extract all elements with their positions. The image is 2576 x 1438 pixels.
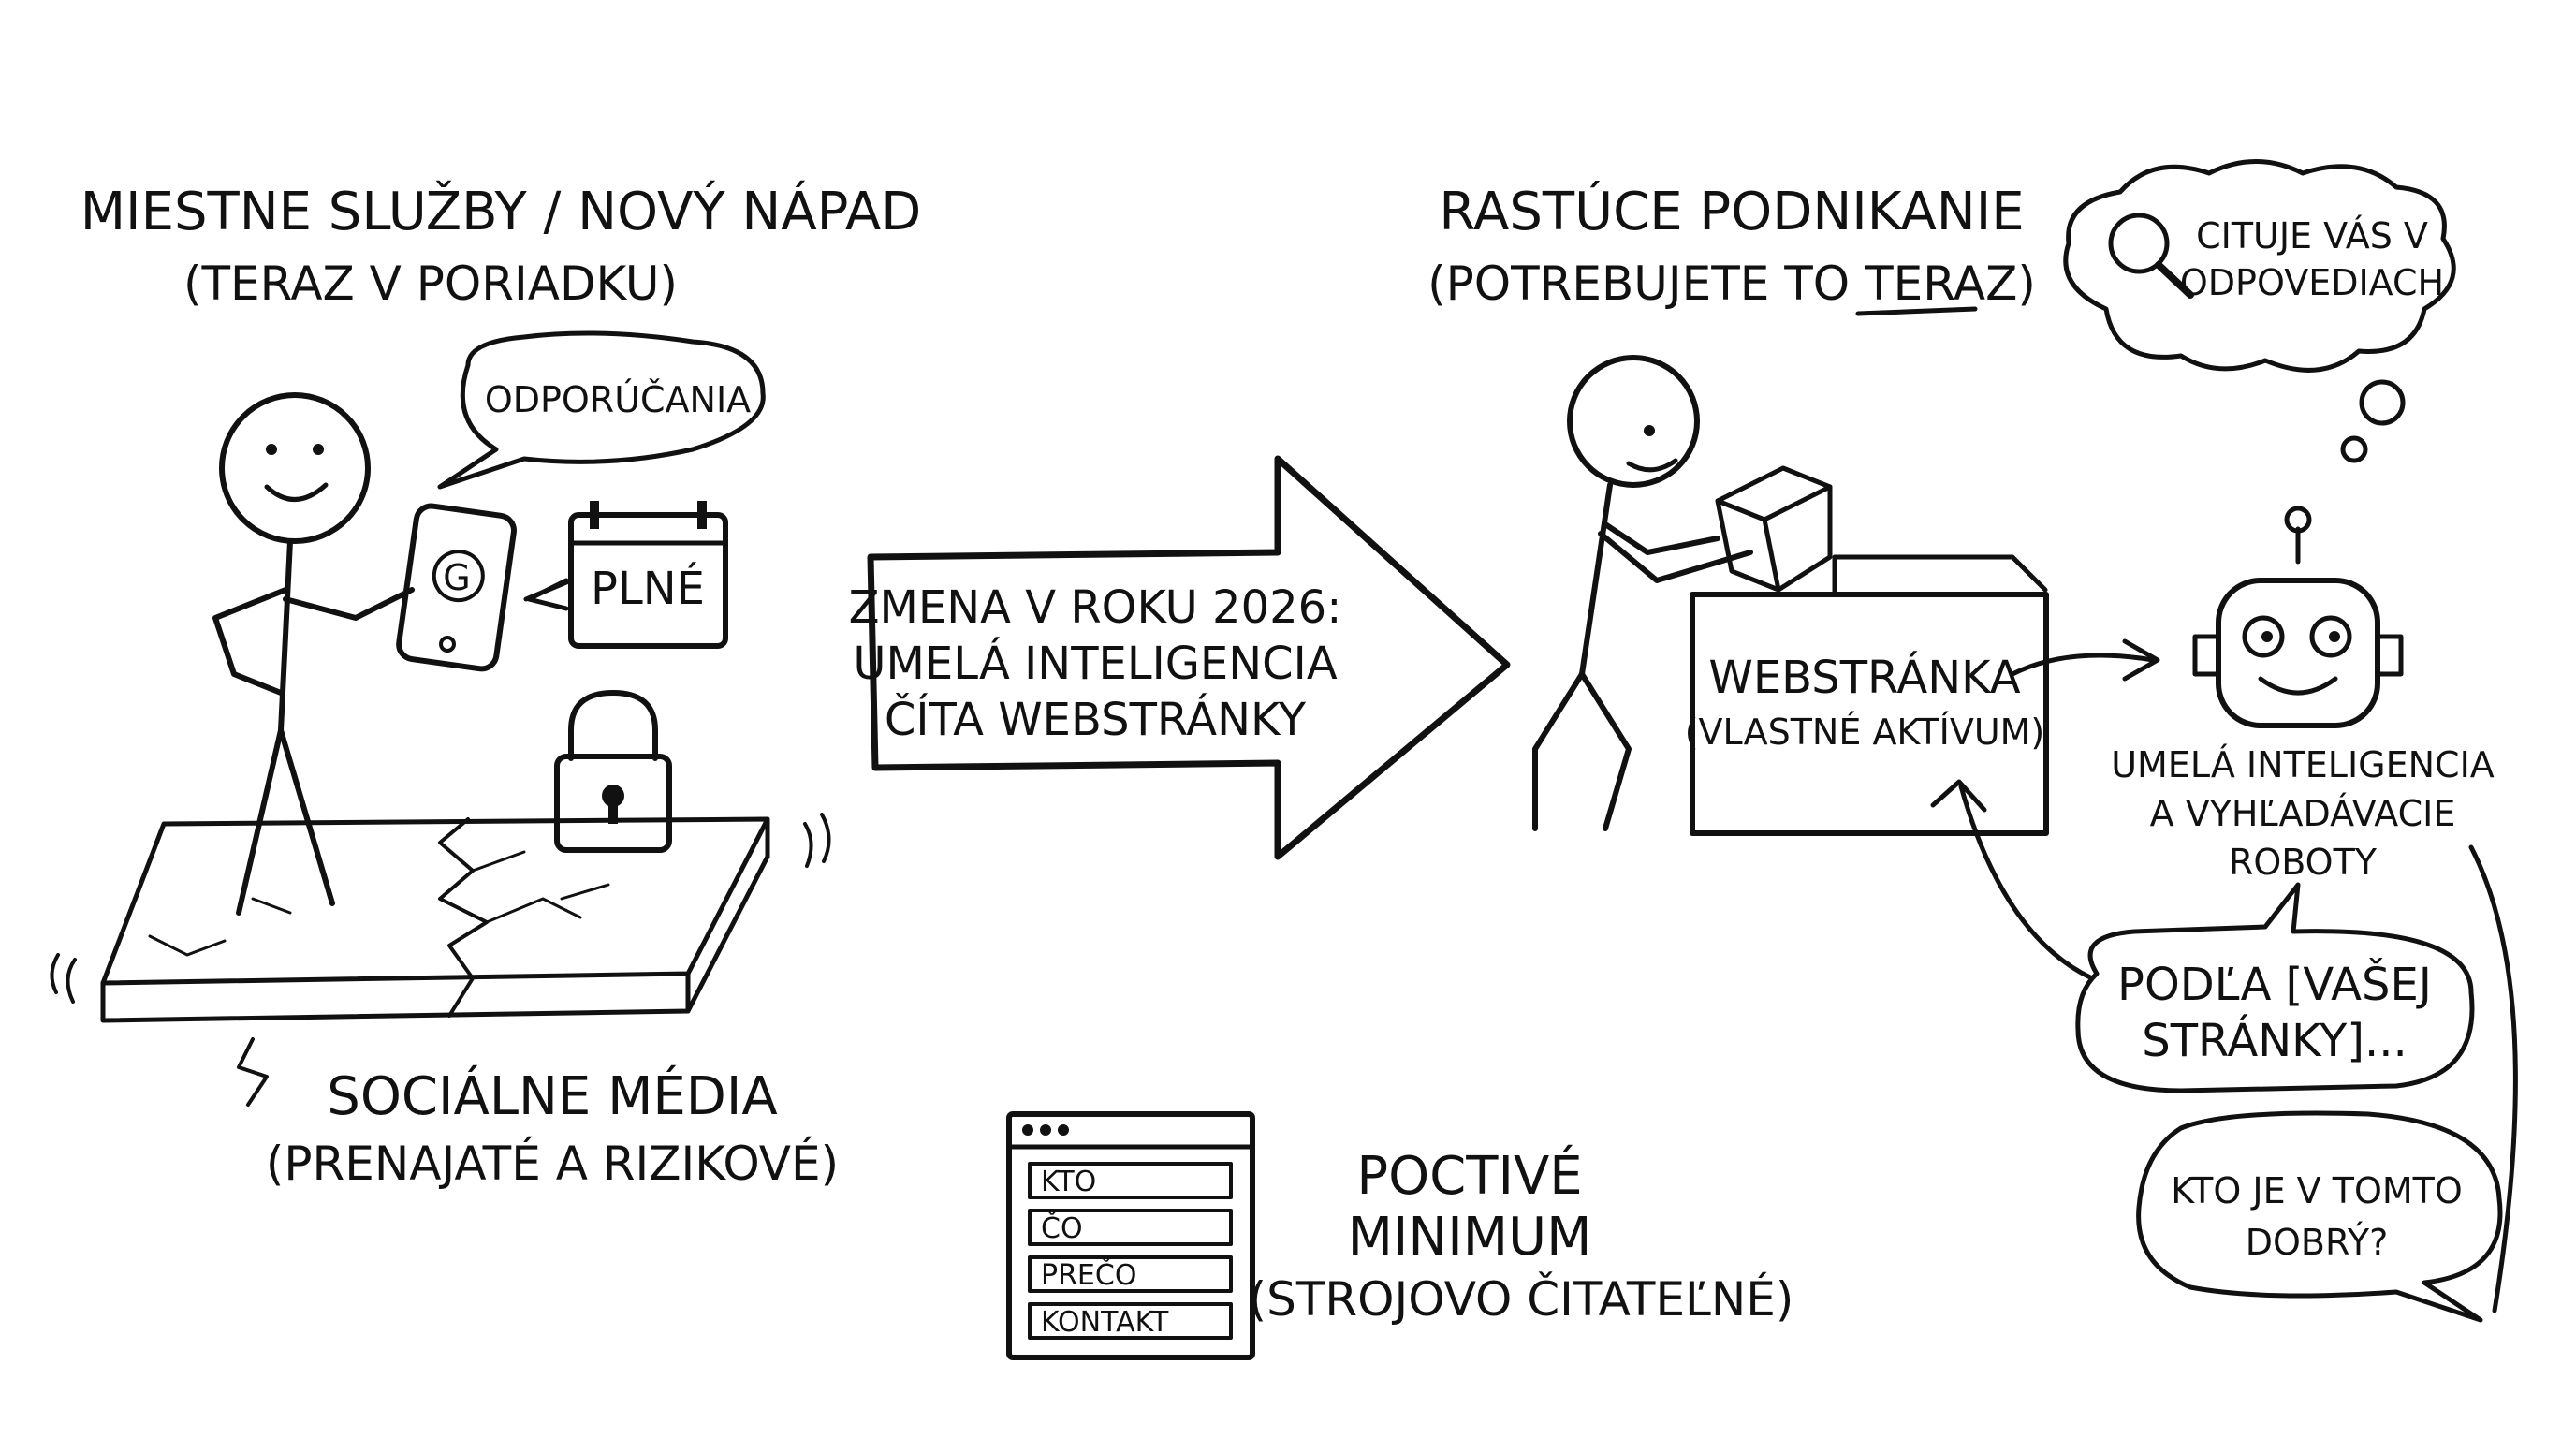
citation-bubble: PODĽA [VAŠEJ STRÁNKY]... [1930,779,2475,1093]
website-label: WEBSTRÁNKA [1708,651,2020,704]
thought-bubble: CITUJE VÁS V ODPOVEDIACH [2063,159,2456,463]
referrals-label: ODPORÚČANIA [485,379,751,420]
calendar-icon: PLNÉ [523,501,728,649]
robot-icon [2192,506,2404,728]
right-subtitle: (POTREBUJETE TO TERAZ) [1427,257,2036,311]
minimum-subtitle: (STROJOVO ČITATEĽNÉ) [1249,1271,1794,1327]
window-row-why: PREČO [1041,1257,1136,1292]
question-line-2: DOBRÝ? [2246,1222,2389,1263]
social-media-platform [50,813,831,1107]
social-media-sub: (PRENAJATÉ A RIZIKOVÉ) [266,1136,839,1191]
robot-label-3: ROBOTY [2229,842,2378,883]
phone-letter: G [443,557,470,598]
question-bubble: KTO JE V TOMTO DOBRÝ? [2136,844,2518,1323]
website-box: WEBSTRÁNKA (VLASTNÉ AKTÍVUM) [1685,554,2049,836]
window-row-contact: KONTAKT [1041,1306,1169,1339]
phone-icon: G [396,503,517,672]
stick-figure-left [212,392,415,916]
minimum-title-1: POCTIVÉ [1356,1146,1582,1207]
minimum-title-2: MINIMUM [1348,1207,1592,1268]
robot-label-2: A VYHĽADÁVACIE [2150,793,2456,834]
left-section: MIESTNE SLUŽBY / NOVÝ NÁPAD (TERAZ V POR… [50,182,922,1191]
change-arrow: ZMENA V ROKU 2026: UMELÁ INTELIGENCIA ČÍ… [849,455,1511,860]
stick-figure-right [1532,355,1753,831]
browser-window-icon: KTO ČO PREČO KONTAKT [1006,1111,1255,1360]
right-title: RASTÚCE PODNIKANIE [1439,182,2024,242]
citation-line-1: PODĽA [VAŠEJ [2117,958,2432,1011]
lock-icon [554,690,672,853]
arrow-line-3: ČÍTA WEBSTRÁNKY [885,693,1307,746]
thought-line-2: ODPOVEDIACH [2180,262,2444,303]
arrow-line-2: UMELÁ INTELIGENCIA [853,637,1338,690]
question-line-1: KTO JE V TOMTO [2171,1170,2463,1211]
window-row-who: KTO [1041,1166,1096,1198]
referrals-bubble: ODPORÚČANIA [437,330,766,490]
window-row-what: ČO [1041,1211,1083,1245]
right-subtitle-emphasis: TERAZ [1864,257,2017,311]
social-media-label: SOCIÁLNE MÉDIA [327,1066,777,1127]
robot-label-1: UMELÁ INTELIGENCIA [2111,744,2495,785]
minimum-section: KTO ČO PREČO KONTAKT POCTIVÉ MINIMUM (ST… [1006,1111,1794,1360]
arrow-line-1: ZMENA V ROKU 2026: [849,581,1342,634]
thought-line-1: CITUJE VÁS V [2196,215,2428,257]
citation-line-2: STRÁNKY]... [2142,1014,2408,1067]
left-title: MIESTNE SLUŽBY / NOVÝ NÁPAD [80,182,922,242]
left-subtitle: (TERAZ V PORIADKU) [183,257,678,311]
calendar-label: PLNÉ [591,562,705,615]
small-box-icon [1715,465,1833,593]
right-section: RASTÚCE PODNIKANIE (POTREBUJETE TO TERAZ… [1427,159,2518,1323]
arrow-to-robot [2010,653,2156,677]
website-sub: (VLASTNÉ AKTÍVUM) [1685,712,2045,753]
